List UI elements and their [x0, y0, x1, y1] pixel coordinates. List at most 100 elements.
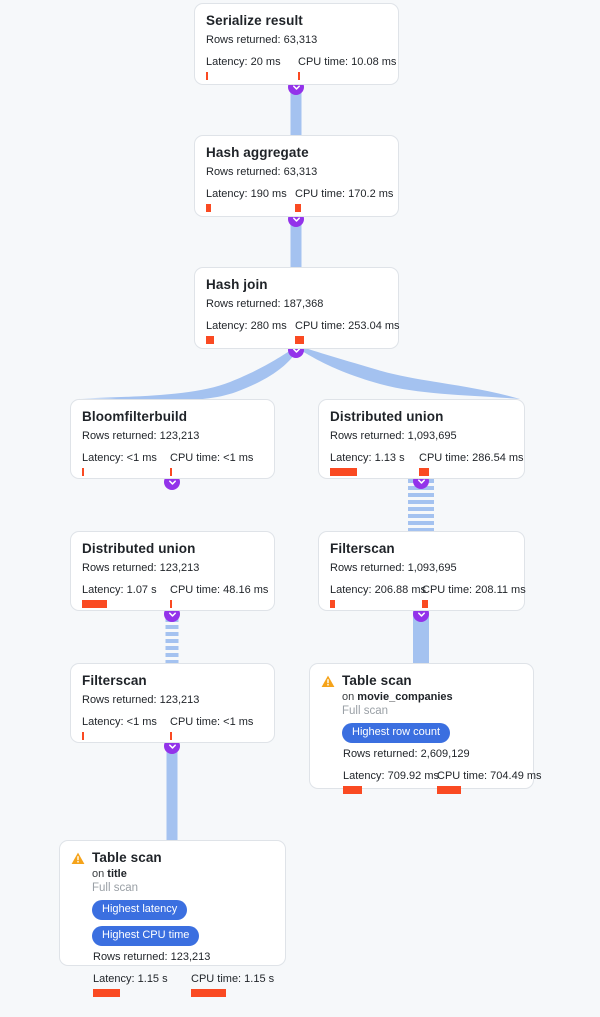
edge-filterscan-left-to-table-scan — [166, 743, 178, 840]
warning-triangle-icon — [71, 852, 85, 870]
node-rows-returned: Rows returned: 123,213 — [82, 562, 200, 574]
metric-latency-bar — [330, 600, 335, 608]
metric-latency-label: Latency: <1 ms — [82, 716, 157, 728]
edge-hash-join-to-bloomfilterbuild — [78, 350, 296, 401]
node-header: Serialize result — [206, 13, 387, 29]
node-table-ref: on movie_companies — [342, 691, 453, 703]
metric-latency-label: Latency: 1.07 s — [82, 584, 157, 596]
metric-cpu: CPU time: 1.15 s — [191, 973, 274, 997]
metric-latency-bar — [330, 468, 357, 476]
node-title: Filterscan — [82, 673, 147, 688]
metric-latency: Latency: 280 ms — [206, 320, 295, 344]
metric-latency-label: Latency: 709.92 ms — [343, 770, 440, 782]
node-title: Table scan — [92, 850, 162, 865]
metric-cpu: CPU time: 286.54 ms — [419, 452, 524, 476]
metric-latency: Latency: 1.13 s — [330, 452, 419, 476]
metric-cpu-bar — [295, 204, 301, 212]
metric-cpu-bar — [437, 786, 461, 794]
node-title: Filterscan — [330, 541, 395, 556]
metric-cpu-label: CPU time: 48.16 ms — [170, 584, 269, 596]
node-scan-type: Full scan — [92, 882, 139, 894]
status-badge: Highest row count — [342, 723, 451, 743]
node-title: Table scan — [342, 673, 412, 688]
node-header: Filterscan — [82, 673, 263, 689]
metric-latency-label: Latency: 1.15 s — [93, 973, 168, 985]
metric-cpu-bar — [295, 336, 304, 344]
node-header: Distributed union — [82, 541, 263, 557]
metric-latency-label: Latency: 1.13 s — [330, 452, 405, 464]
metric-cpu: CPU time: 208.11 ms — [422, 584, 526, 608]
warning-triangle-icon — [321, 675, 335, 693]
metric-cpu-bar — [170, 732, 172, 740]
metric-cpu-label: CPU time: 286.54 ms — [419, 452, 524, 464]
node-metrics: Latency: <1 ms CPU time: <1 ms — [82, 716, 263, 740]
metric-cpu-bar — [170, 468, 172, 476]
metric-latency-bar — [206, 72, 208, 80]
node-title: Serialize result — [206, 13, 303, 28]
node-header: Hash aggregate — [206, 145, 387, 161]
node-metrics: Latency: 1.15 s CPU time: 1.15 s — [71, 973, 274, 997]
node-rows-returned: Rows returned: 1,093,695 — [330, 430, 457, 442]
metric-latency-label: Latency: 20 ms — [206, 56, 281, 68]
node-metrics: Latency: 190 ms CPU time: 170.2 ms — [206, 188, 393, 212]
node-metrics: Latency: <1 ms CPU time: <1 ms — [82, 452, 263, 476]
metric-cpu-label: CPU time: <1 ms — [170, 716, 254, 728]
metric-cpu: CPU time: 170.2 ms — [295, 188, 393, 212]
metric-cpu-label: CPU time: <1 ms — [170, 452, 254, 464]
metric-cpu-bar — [170, 600, 172, 608]
node-rows-returned: Rows returned: 123,213 — [82, 694, 200, 706]
metric-cpu-label: CPU time: 253.04 ms — [295, 320, 400, 332]
edge-hash-join-to-distributed-union — [300, 346, 520, 399]
metric-latency-bar — [206, 204, 211, 212]
node-metrics: Latency: 20 ms CPU time: 10.08 ms — [206, 56, 396, 80]
status-badge: Highest CPU time — [92, 926, 200, 946]
metric-latency-label: Latency: 280 ms — [206, 320, 287, 332]
metric-latency: Latency: 206.88 ms — [330, 584, 426, 608]
metric-latency-label: Latency: <1 ms — [82, 452, 157, 464]
node-header: Hash join — [206, 277, 387, 293]
metric-latency: Latency: 20 ms — [206, 56, 298, 80]
node-badges: Highest row count — [342, 723, 453, 743]
metric-cpu-label: CPU time: 10.08 ms — [298, 56, 397, 68]
node-title: Hash join — [206, 277, 268, 292]
metric-cpu: CPU time: 48.16 ms — [170, 584, 268, 608]
node-title: Hash aggregate — [206, 145, 309, 160]
metric-cpu: CPU time: 704.49 ms — [437, 770, 542, 794]
metric-cpu-bar — [422, 600, 428, 608]
node-rows-returned: Rows returned: 187,368 — [206, 298, 324, 310]
metric-cpu-label: CPU time: 704.49 ms — [437, 770, 542, 782]
metric-cpu-bar — [419, 468, 429, 476]
node-rows-returned: Rows returned: 63,313 — [206, 166, 318, 178]
node-title: Distributed union — [82, 541, 196, 556]
metric-latency-bar — [93, 989, 120, 997]
metric-cpu-label: CPU time: 170.2 ms — [295, 188, 394, 200]
metric-cpu-label: CPU time: 1.15 s — [191, 973, 275, 985]
metric-cpu: CPU time: <1 ms — [170, 716, 253, 740]
node-metrics: Latency: 280 ms CPU time: 253.04 ms — [206, 320, 400, 344]
node-scan-type: Full scan — [342, 705, 389, 717]
metric-latency-bar — [82, 732, 84, 740]
node-header: Distributed union — [330, 409, 513, 425]
node-table-ref: on title — [92, 868, 127, 880]
node-rows-returned: Rows returned: 1,093,695 — [330, 562, 457, 574]
metric-latency-bar — [82, 468, 84, 476]
metric-cpu: CPU time: 10.08 ms — [298, 56, 396, 80]
metric-latency-label: Latency: 190 ms — [206, 188, 287, 200]
node-rows-returned: Rows returned: 63,313 — [206, 34, 318, 46]
node-header: Bloomfilterbuild — [82, 409, 263, 425]
metric-latency: Latency: <1 ms — [82, 716, 170, 740]
node-rows-returned: Rows returned: 123,213 — [82, 430, 200, 442]
